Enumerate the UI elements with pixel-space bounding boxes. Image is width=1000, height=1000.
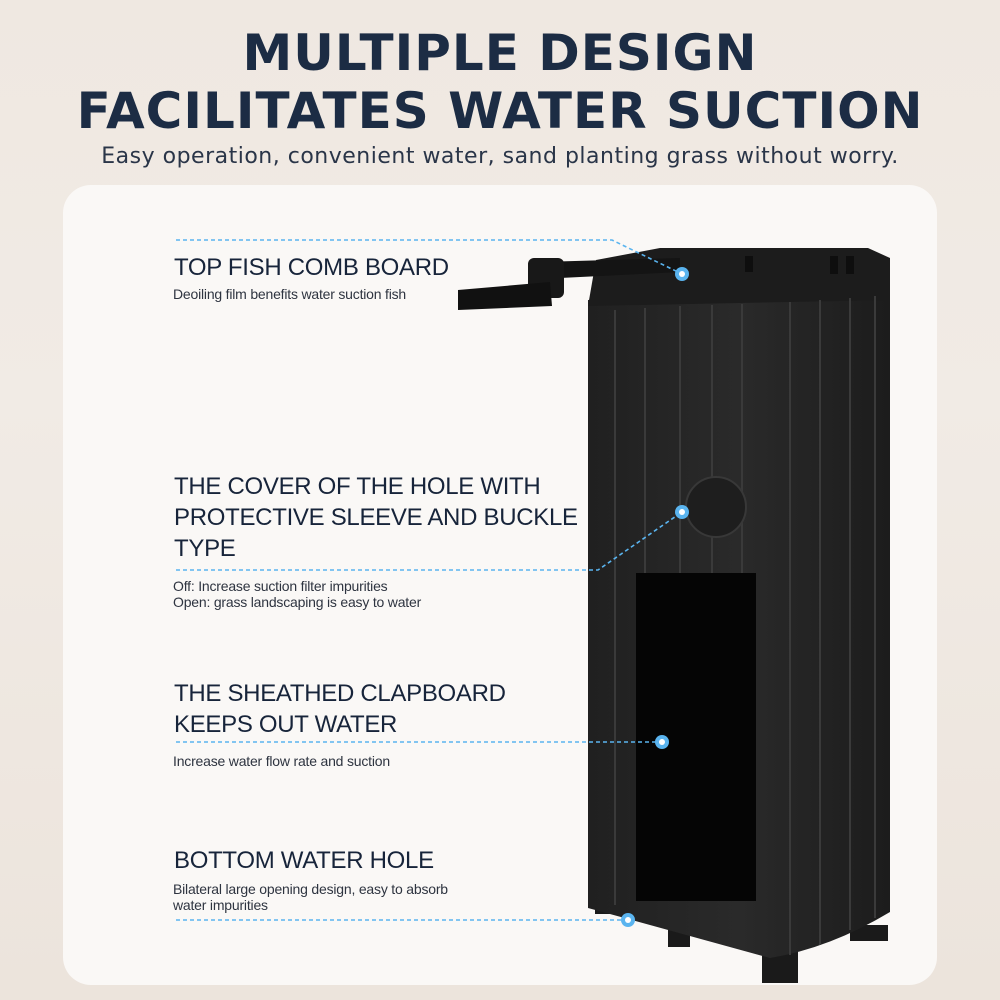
callout-desc-sheathed-clapboard: Increase water flow rate and suction <box>173 753 390 769</box>
callout-markers <box>621 267 689 927</box>
callout-desc-bottom-water-hole: Bilateral large opening design, easy to … <box>173 881 448 913</box>
callout-title-top-fish-comb-board: TOP FISH COMB BOARD <box>174 254 449 281</box>
subtitle: Easy operation, convenient water, sand p… <box>101 144 899 169</box>
headline-line-2: FACILITATES WATER SUCTION <box>76 82 924 140</box>
callout-desc-top-fish-comb-board: Deoiling film benefits water suction fis… <box>173 286 407 302</box>
leader-lines <box>176 239 683 921</box>
callout-title-sheathed-clapboard: THE SHEATHED CLAPBOARD KEEPS OUT WATER <box>174 680 506 738</box>
callout-title-bottom-water-hole: BOTTOM WATER HOLE <box>174 847 434 874</box>
headline-line-1: MULTIPLE DESIGN <box>242 24 758 82</box>
hole-cover <box>685 476 747 538</box>
filter-lid <box>588 248 890 306</box>
clapboard-panel <box>636 573 756 901</box>
body-ridges <box>614 296 876 955</box>
outlet-pipe <box>458 258 680 310</box>
callout-title-hole-cover: THE COVER OF THE HOLE WITH PROTECTIVE SL… <box>174 473 578 562</box>
callout-desc-hole-cover: Off: Increase suction filter impurities … <box>173 578 422 610</box>
